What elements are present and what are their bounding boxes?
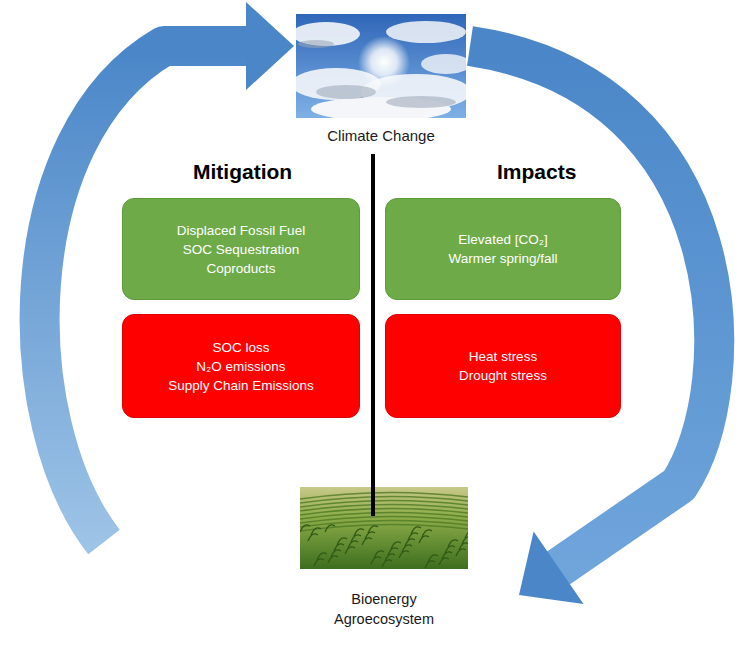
item-text: Supply Chain Emissions: [168, 376, 314, 395]
item-box: SOC lossN₂O emissionsSupply Chain Emissi…: [122, 314, 360, 418]
item-box: Displaced Fossil FuelSOC SequestrationCo…: [122, 198, 360, 300]
item-text: Drought stress: [459, 366, 547, 385]
column-heading: Mitigation: [193, 160, 292, 184]
corn-field-photo: [300, 487, 468, 569]
sky-photo: [296, 14, 466, 118]
item-text: Elevated [CO₂]: [458, 230, 547, 249]
column-heading: Impacts: [497, 160, 576, 184]
item-text: SOC Sequestration: [183, 240, 299, 259]
item-text: Coproducts: [206, 259, 275, 278]
picture-caption: Bioenergy Agroecosystem: [324, 589, 444, 629]
item-text: Warmer spring/fall: [448, 249, 557, 268]
item-box: Heat stressDrought stress: [385, 314, 621, 418]
item-text: N₂O emissions: [196, 357, 285, 376]
picture-node: Bioenergy Agroecosystem: [294, 487, 474, 629]
item-text: Displaced Fossil Fuel: [177, 221, 305, 240]
item-box: Elevated [CO₂]Warmer spring/fall: [385, 198, 621, 300]
item-text: SOC loss: [212, 338, 269, 357]
picture-caption: Climate Change: [327, 126, 435, 146]
divider-line: [371, 154, 375, 516]
picture-node: Climate Change: [290, 12, 472, 146]
item-text: Heat stress: [469, 347, 537, 366]
